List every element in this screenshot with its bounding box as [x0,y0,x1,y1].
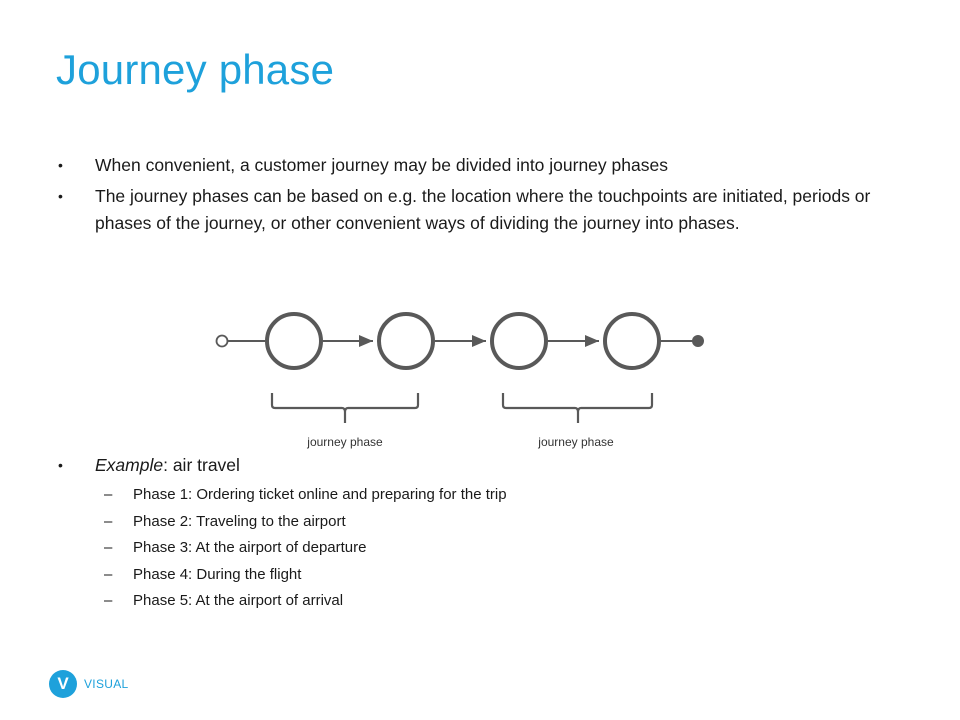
phase-bracket [270,393,420,423]
visual-logo-icon: V [49,670,77,698]
page-title: Journey phase [56,46,335,93]
phase-bracket [501,393,654,423]
bullet-item: • When convenient, a customer journey ma… [58,152,898,179]
phase-text: Phase 5: At the airport of arrival [133,592,344,609]
touchpoint-circle [377,312,435,370]
bullet-marker: • [58,188,63,204]
journey-end-node [692,335,704,347]
bullet-text: When convenient, a customer journey may … [95,155,668,175]
phase-text: Phase 2: Traveling to the airport [133,512,346,530]
example-text: : air travel [163,455,240,475]
touchpoint-circle [490,312,548,370]
bullet-list: • When convenient, a customer journey ma… [58,152,898,241]
phase-list-item: – Phase 3: At the airport of departure [104,535,804,562]
phase-text: Phase 3: At the airport of departure [133,539,367,556]
phase-list-item: – Phase 2: Traveling to the airport [104,509,804,536]
journey-start-node [215,334,229,348]
phase-list-item: – Phase 4: During the flight [104,562,804,589]
phase-label: journey phase [306,435,383,449]
phase-text: Phase 4: During the flight [133,565,302,583]
example-bullet: • Example: air travel [58,452,898,483]
phase-list-item: – Phase 1: Ordering ticket online and pr… [104,482,804,509]
sub-bullet-marker: – [104,592,113,609]
bullet-item: • Example: air travel [58,452,898,479]
example-label: Example [95,455,164,475]
phase-list-item: – Phase 5: At the airport of arrival [104,588,804,615]
logo-text: VISUAL [84,677,129,691]
touchpoint-circle [265,312,323,370]
touchpoint-circle [603,312,661,370]
sub-bullet-marker: – [104,512,113,530]
sub-bullet-marker: – [104,486,113,503]
sub-bullet-marker: – [104,565,113,583]
bullet-text: The journey phases can be based on e.g. … [95,186,871,233]
bullet-marker: • [58,457,63,473]
bullet-marker: • [58,157,63,173]
phase-text: Phase 1: Ordering ticket online and prep… [133,486,507,503]
sub-bullet-marker: – [104,539,113,556]
phase-list: – Phase 1: Ordering ticket online and pr… [104,482,804,615]
phase-label: journey phase [537,435,614,449]
bullet-item: • The journey phases can be based on e.g… [58,183,898,237]
